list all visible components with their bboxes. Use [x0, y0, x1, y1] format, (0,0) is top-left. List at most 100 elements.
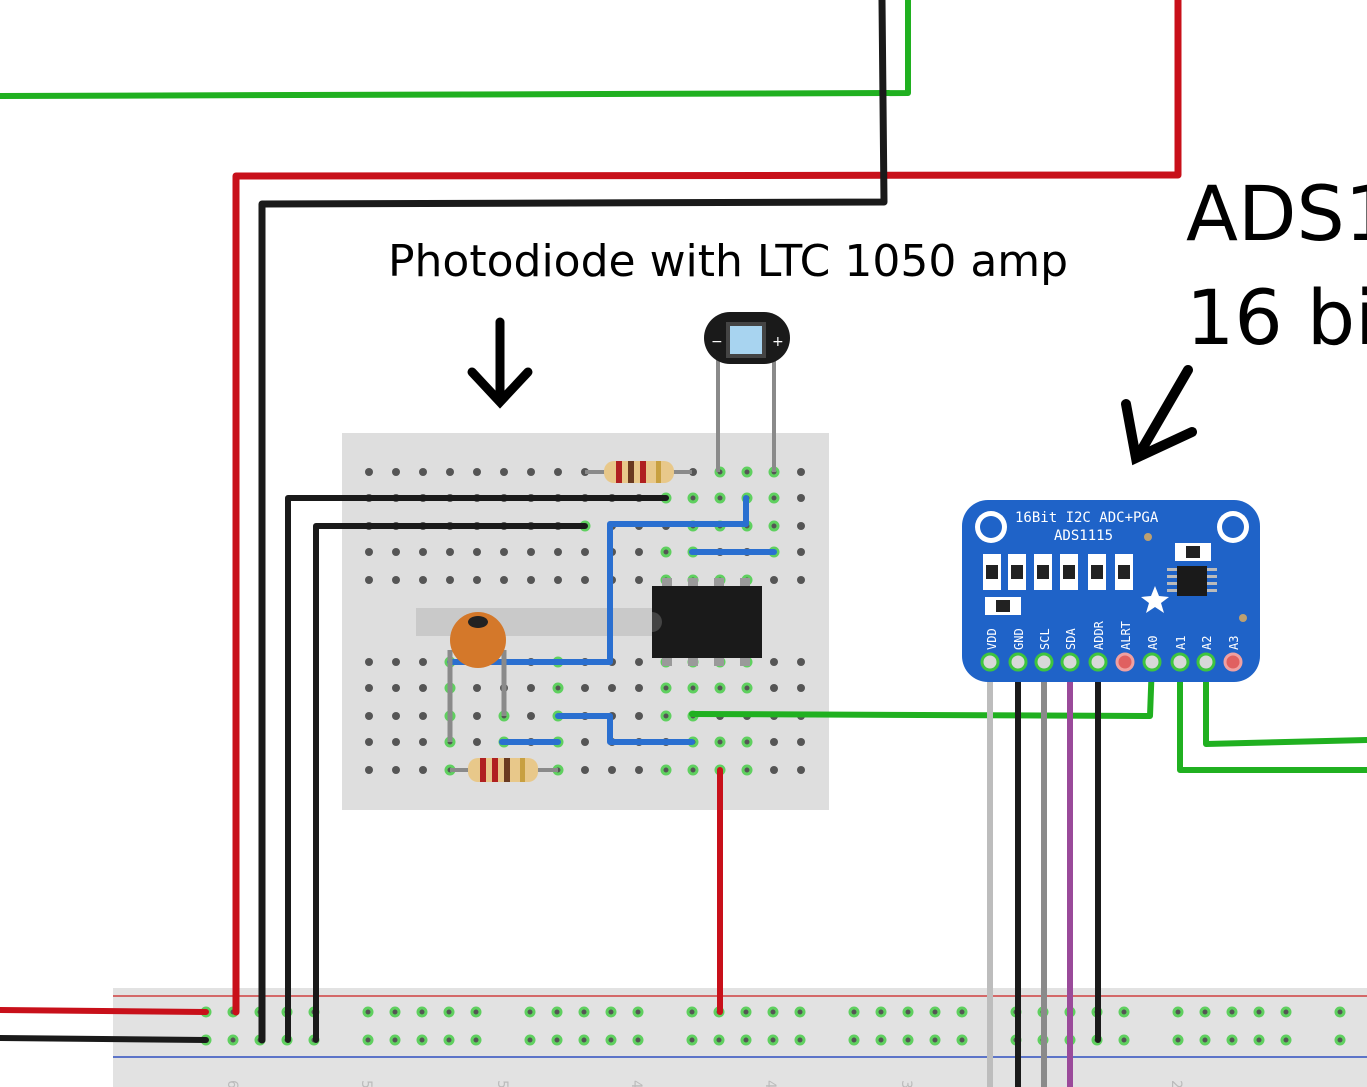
breadboard-hole — [524, 1034, 536, 1046]
breadboard-hole — [554, 576, 562, 584]
breadboard-hole — [1226, 1006, 1238, 1018]
pin-label-sda: SDA — [1064, 628, 1078, 650]
breadboard-hole — [660, 682, 672, 694]
breadboard-hole — [581, 766, 589, 774]
breadboard-hole — [797, 738, 805, 746]
pin-label-a0: A0 — [1146, 636, 1160, 650]
breadboard-hole — [419, 576, 427, 584]
pin-label-vdd: VDD — [985, 628, 999, 650]
breadboard-hole — [770, 766, 778, 774]
breadboard-hole — [446, 548, 454, 556]
pin-label-scl: SCL — [1038, 628, 1052, 650]
breadboard-hole — [470, 1034, 482, 1046]
breadboard-hole — [446, 576, 454, 584]
adc-board-part: ADS1115 — [1054, 528, 1113, 544]
breadboard-hole — [392, 468, 400, 476]
breadboard-hole — [389, 1006, 401, 1018]
breadboard-hole — [473, 468, 481, 476]
breadboard-hole — [527, 684, 535, 692]
breadboard-hole — [500, 576, 508, 584]
breadboard-hole — [362, 1006, 374, 1018]
star-logo-icon — [1141, 586, 1169, 613]
adc-board-title: 16Bit I2C ADC+PGA — [1015, 510, 1159, 526]
breadboard-hole — [660, 546, 672, 558]
breadboard-hole — [687, 764, 699, 776]
breadboard-hole — [473, 712, 481, 720]
breadboard-hole — [500, 468, 508, 476]
breadboard-hole — [389, 1034, 401, 1046]
breadboard-hole — [797, 548, 805, 556]
breadboard-hole — [797, 494, 805, 502]
breadboard-hole — [581, 738, 589, 746]
breadboard-hole — [713, 1034, 725, 1046]
breadboard-hole — [365, 576, 373, 584]
breadboard-hole — [768, 492, 780, 504]
pin-label-a3: A3 — [1227, 636, 1241, 650]
breadboard-hole — [929, 1034, 941, 1046]
photodiode: − + — [704, 312, 790, 472]
breadboard-hole — [365, 766, 373, 774]
breadboard-hole — [365, 738, 373, 746]
breadboard-hole — [1199, 1034, 1211, 1046]
smd-components — [983, 543, 1217, 615]
breadboard-hole — [1253, 1034, 1265, 1046]
breadboard-hole — [473, 684, 481, 692]
breadboard-hole — [527, 468, 535, 476]
breadboard-hole — [875, 1034, 887, 1046]
breadboard-hole — [446, 468, 454, 476]
arrow-down-left-icon — [1121, 365, 1197, 466]
breadboard-hole — [1172, 1034, 1184, 1046]
breadboard-hole — [687, 682, 699, 694]
breadboard-hole — [741, 736, 753, 748]
breadboard-hole — [1226, 1034, 1238, 1046]
photodiode-label: Photodiode with LTC 1050 amp — [388, 236, 1068, 287]
breadboard-hole — [686, 1006, 698, 1018]
breadboard-hole — [443, 1006, 455, 1018]
breadboard-hole — [365, 468, 373, 476]
breadboard-hole — [392, 766, 400, 774]
breadboard-hole — [770, 684, 778, 692]
breadboard-hole — [741, 764, 753, 776]
breadboard-hole — [770, 658, 778, 666]
breadboard-hole — [770, 576, 778, 584]
resistor-bottom — [450, 758, 558, 782]
breadboard-hole — [608, 684, 616, 692]
green-wire-top — [0, 0, 911, 99]
breadboard-hole — [419, 548, 427, 556]
capacitor — [447, 612, 507, 742]
black-wire-proto-1 — [285, 495, 669, 1043]
breadboard-hole — [416, 1006, 428, 1018]
breadboard-hole — [500, 548, 508, 556]
breadboard-hole — [794, 1034, 806, 1046]
breadboard-hole — [687, 492, 699, 504]
breadboard-hole — [581, 548, 589, 556]
pin-label-gnd: GND — [1012, 628, 1026, 650]
breadboard-hole — [473, 738, 481, 746]
adc-label-line2: 16 bi — [1186, 273, 1367, 362]
breadboard-hole — [797, 684, 805, 692]
adc-label-line1: ADS1 — [1186, 169, 1367, 258]
breadboard-hole — [767, 1006, 779, 1018]
breadboard-hole — [768, 520, 780, 532]
breadboard-hole — [797, 658, 805, 666]
breadboard-hole — [635, 658, 643, 666]
breadboard-hole — [524, 1006, 536, 1018]
pin-label-a2: A2 — [1200, 636, 1214, 650]
breadboard-hole — [635, 766, 643, 774]
breadboard-hole — [740, 1034, 752, 1046]
black-wire-left — [0, 1035, 209, 1043]
breadboard-hole — [902, 1034, 914, 1046]
breadboard-hole — [1253, 1006, 1265, 1018]
breadboard-hole — [635, 548, 643, 556]
blue-jumper — [447, 495, 749, 665]
breadboard-hole — [581, 684, 589, 692]
column-number: 5 — [494, 1080, 510, 1087]
blue-jumper — [555, 713, 695, 745]
top-wires — [0, 0, 1182, 1044]
breadboard-hole — [741, 682, 753, 694]
breadboard-hole — [1334, 1034, 1346, 1046]
ads1115-board: 16Bit I2C ADC+PGA ADS1115 VDD GND — [962, 500, 1260, 682]
breadboard-hole — [392, 684, 400, 692]
breadboard-hole — [552, 682, 564, 694]
breadboard-hole — [797, 766, 805, 774]
